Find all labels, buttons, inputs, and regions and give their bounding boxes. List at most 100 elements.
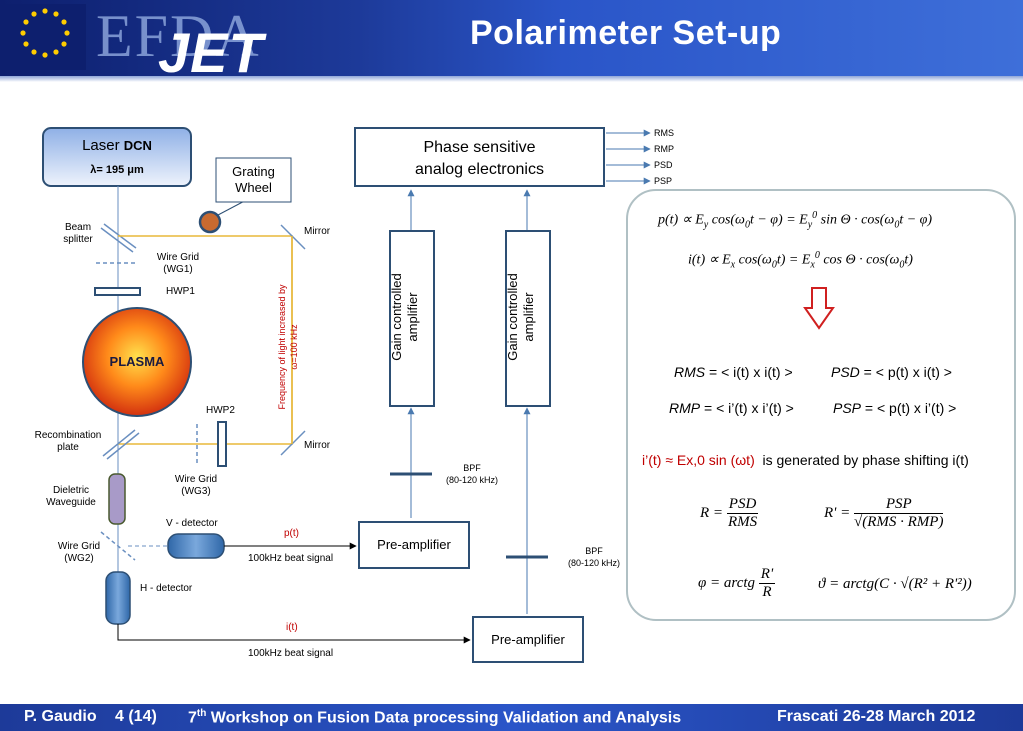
wg2-line1: Wire Grid xyxy=(57,541,101,552)
preamp-bottom-box: Pre-amplifier xyxy=(472,616,584,663)
phase-sensitive-line1: Phase sensitive xyxy=(423,139,536,156)
bpf-left-line2: (80-120 kHz) xyxy=(445,475,499,485)
bpf-left-label: BPF (80-120 kHz) xyxy=(438,462,506,486)
gain-amplifier-left-label: Gain controlled amplifier xyxy=(389,257,435,377)
frequency-note-line2: ω=100 kHz xyxy=(289,324,299,370)
preamp-top-box: Pre-amplifier xyxy=(358,521,470,569)
footer-page: 4 (14) xyxy=(115,708,157,725)
hwp2-label: HWP2 xyxy=(206,405,235,416)
rmp-definition: RMP = < i’(t) x i’(t) > xyxy=(669,400,794,416)
psd-definition: PSD = < p(t) x i(t) > xyxy=(831,364,952,380)
mirror-bottom-label: Mirror xyxy=(304,440,331,451)
wire-grid-wg2-label: Wire Grid (WG2) xyxy=(50,541,108,565)
rms-def: = < i(t) x i(t) > xyxy=(705,364,793,380)
jet-logo-text: JET xyxy=(158,21,264,84)
efda-logo-text: EFDA xyxy=(96,3,261,69)
grating-wheel-label: Grating Wheel xyxy=(216,164,291,196)
bpf-left-line1: BPF xyxy=(463,463,481,473)
psp-definition: PSP = < p(t) x i’(t) > xyxy=(833,400,956,416)
bpf-right-label: BPF (80-120 kHz) xyxy=(560,545,628,569)
output-rms: RMS xyxy=(654,128,674,138)
dielectric-waveguide-label: Dieletric Waveguide xyxy=(40,485,102,509)
wg2-line2: (WG2) xyxy=(64,553,94,564)
frequency-note-line1: Frequency of light increased by xyxy=(277,284,287,410)
plasma-icon xyxy=(82,307,192,417)
footer-workshop: 7th Workshop on Fusion Data processing V… xyxy=(188,708,681,727)
equation-phi: φ = arctg R'R xyxy=(698,566,776,600)
beam-splitter-line2: splitter xyxy=(63,234,93,245)
preamp-top-label: Pre-amplifier xyxy=(377,537,451,552)
gain-amplifier-right-label: Gain controlled amplifier xyxy=(505,257,551,377)
footer-workshop-title: Workshop on Fusion Data processing Valid… xyxy=(206,709,682,727)
equation-p: p(t) ∝ Ey cos(ω0t − φ) = Ey0 sin Θ · cos… xyxy=(658,210,933,231)
v-detector-icon xyxy=(167,533,225,559)
hwp2-icon xyxy=(217,421,227,467)
gain-left-line1: Gain controlled xyxy=(389,273,404,361)
psd-def: = < p(t) x i(t) > xyxy=(859,364,952,380)
bpf-right-line2: (80-120 kHz) xyxy=(567,558,621,568)
recombination-plate-icon xyxy=(102,429,136,457)
footer-workshop-num: 7 xyxy=(188,709,197,727)
waveguide-line2: Waveguide xyxy=(46,497,96,508)
h-detector-icon xyxy=(105,571,131,625)
grating-wheel-box xyxy=(215,157,292,203)
psp-def: = < p(t) x i’(t) > xyxy=(861,400,957,416)
v-detector-label: V - detector xyxy=(166,518,218,529)
waveguide-line1: Dieletric xyxy=(52,485,90,496)
recombination-line2: plate xyxy=(57,442,79,453)
wire-grid-wg2-icon xyxy=(100,531,136,561)
psp-label: PSP xyxy=(833,400,862,416)
header-bar: EFDA JET Polarimeter Set-up xyxy=(0,0,1023,84)
rms-definition: RMS = < i(t) x i(t) > xyxy=(674,364,793,380)
gain-right-line2: amplifier xyxy=(521,292,536,342)
equation-theta: ϑ = arctg(C · √(R² + R'²)) xyxy=(818,576,972,592)
output-psp: PSP xyxy=(654,176,673,186)
laser-wavelength: λ= 195 μm xyxy=(90,164,144,176)
wg1-line1: Wire Grid xyxy=(156,252,200,263)
mirror-top-label: Mirror xyxy=(304,226,331,237)
beam-splitter-label: Beam splitter xyxy=(48,222,108,246)
output-psd: PSD xyxy=(654,160,673,170)
footer-workshop-sup: th xyxy=(196,708,207,719)
iprime-red: i’(t) ≈ Ex,0 sin (ωt) xyxy=(642,452,755,468)
i-signal-label: i(t) xyxy=(286,622,298,633)
wire-grid-wg1-label: Wire Grid (WG1) xyxy=(148,252,208,276)
footer-venue: Frascati 26-28 March 2012 xyxy=(777,708,976,725)
frequency-note: Frequency of light increased by ω=100 kH… xyxy=(276,262,302,432)
laser-label: Laser DCN xyxy=(43,137,191,155)
phase-sensitive-line2: analog electronics xyxy=(415,161,544,178)
gain-amplifier-right xyxy=(505,230,551,407)
recombination-plate-icon-2 xyxy=(106,432,140,460)
rmp-label: RMP xyxy=(669,400,701,416)
hwp1-icon xyxy=(94,287,141,296)
dielectric-waveguide-icon xyxy=(108,473,126,525)
recombination-line1: Recombination xyxy=(34,430,102,441)
recombination-plate-label: Recombination plate xyxy=(27,430,109,454)
down-arrow-icon xyxy=(803,287,835,330)
equation-i: i(t) ∝ Ex cos(ω0t) = Ex0 cos Θ · cos(ω0t… xyxy=(688,250,913,271)
gain-left-line2: amplifier xyxy=(405,292,420,342)
wire-grid-wg3-label: Wire Grid (WG3) xyxy=(166,474,226,498)
beam-splitter-line1: Beam xyxy=(64,222,92,233)
wg1-line2: (WG1) xyxy=(163,264,193,275)
grating-wheel-line1: Grating xyxy=(232,164,275,179)
i-beat-label: 100kHz beat signal xyxy=(248,648,334,659)
gain-amplifier-left xyxy=(389,230,435,407)
i-signal-line xyxy=(117,624,471,644)
grating-wheel-line2: Wheel xyxy=(235,180,272,195)
footer-bar: P. Gaudio 4 (14) 7th Workshop on Fusion … xyxy=(0,704,1023,731)
footer-author: P. Gaudio xyxy=(24,708,97,725)
laser-source xyxy=(42,127,192,187)
gain-right-line1: Gain controlled xyxy=(505,273,520,361)
p-beat-label: 100kHz beat signal xyxy=(248,553,334,564)
iprime-rest: is generated by phase shifting i(t) xyxy=(762,452,969,468)
iprime-note: i’(t) ≈ Ex,0 sin (ωt) is generated by ph… xyxy=(642,452,969,468)
equation-r-prime: R' = PSP√(RMS · RMP) xyxy=(824,496,944,530)
preamp-bottom-label: Pre-amplifier xyxy=(491,632,565,647)
header-divider xyxy=(0,76,1023,82)
laser-title: Laser xyxy=(82,137,120,154)
formula-panel xyxy=(626,189,1016,621)
wg3-line1: Wire Grid xyxy=(174,474,218,485)
h-detector-label: H - detector xyxy=(140,583,193,594)
